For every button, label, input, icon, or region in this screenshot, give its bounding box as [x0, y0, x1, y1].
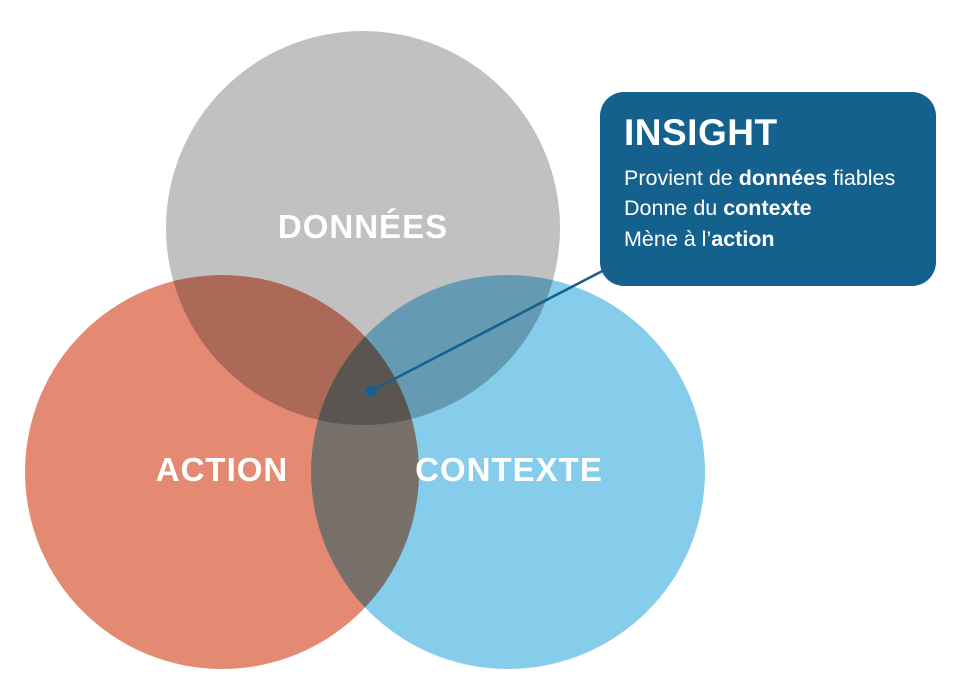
- callout-line-1-bold: données: [738, 165, 828, 190]
- callout-line-1-post: fiables: [827, 165, 896, 190]
- callout-line-1: Provient de données fiables: [624, 163, 912, 194]
- callout-title: INSIGHT: [624, 112, 778, 153]
- callout-line-2: Donne du contexte: [624, 193, 912, 224]
- callout-line-2-pre: Donne du: [624, 196, 724, 221]
- callout-line-2-bold: contexte: [723, 196, 812, 221]
- callout-line-3-pre: Mène à l’: [624, 226, 712, 251]
- callout-line-1-pre: Provient de: [624, 165, 739, 190]
- insight-callout: INSIGHT Provient de données fiables Donn…: [600, 92, 936, 286]
- callout-line-3-bold: action: [711, 226, 775, 251]
- circle-label-contexte: CONTEXTE: [415, 451, 603, 488]
- circle-label-action: ACTION: [155, 451, 289, 488]
- circle-label-donnees: DONNÉES: [277, 208, 449, 245]
- callout-line-3: Mène à l’action: [624, 224, 912, 255]
